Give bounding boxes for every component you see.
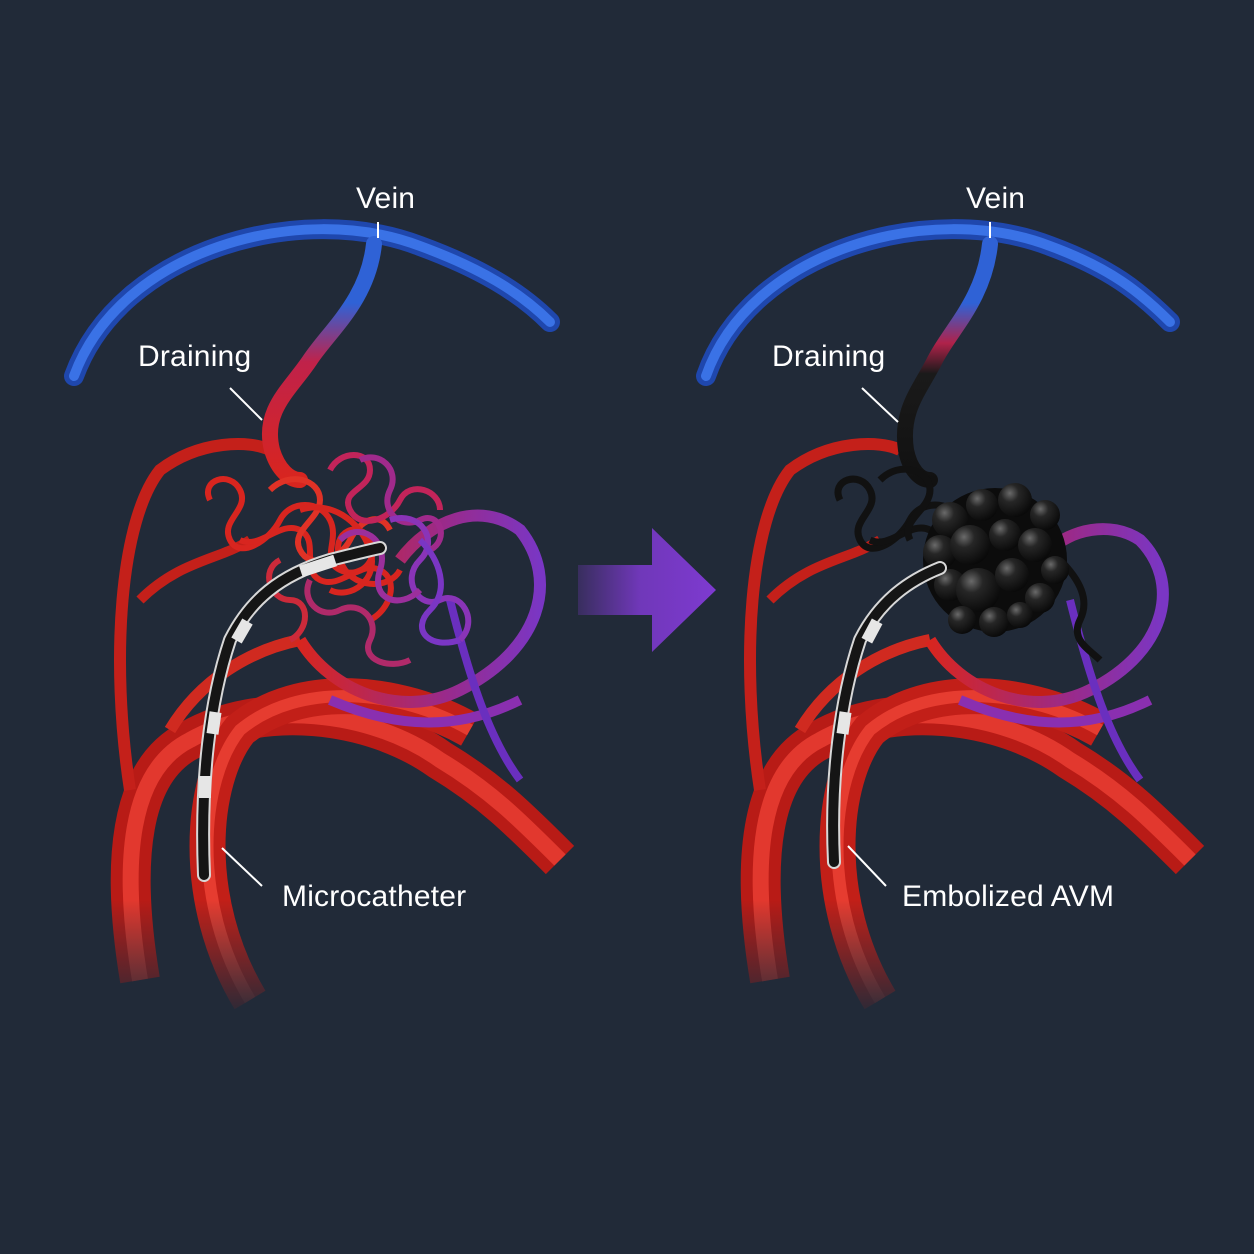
draining-vein [262, 236, 382, 488]
draining-vein [896, 236, 998, 488]
draining-leader-line [229, 387, 263, 421]
before-panel [64, 219, 580, 1020]
vein-label: Vein [966, 182, 1026, 215]
draining-label: Draining [138, 340, 252, 373]
draining-label: Draining [772, 340, 886, 373]
embolized-avm-label: Embolized AVM [902, 880, 1115, 913]
microcatheter [826, 561, 947, 869]
embolic-cast [923, 483, 1069, 637]
arrow-right-icon [578, 528, 716, 652]
microcatheter [196, 541, 387, 882]
draining-leader-line [861, 387, 899, 423]
microcatheter-label: Microcatheter [282, 880, 467, 913]
vein-label: Vein [356, 182, 416, 215]
feeding-arteries [740, 438, 1205, 1010]
avm-nidus [205, 452, 472, 667]
after-panel [696, 219, 1210, 1020]
microcatheter-leader-line [221, 847, 263, 887]
embolized-leader-line [847, 845, 887, 887]
